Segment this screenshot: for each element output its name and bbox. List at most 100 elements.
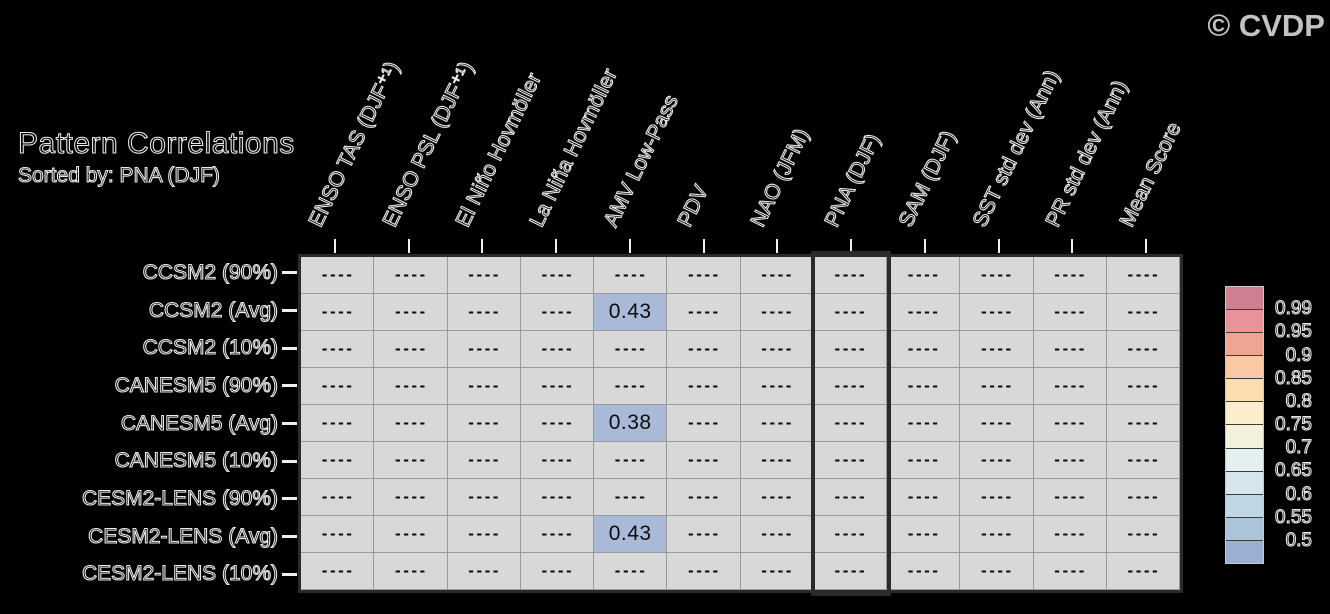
missing-value-cell: ---- [887,294,961,331]
column-tick [702,239,705,253]
missing-value-cell: ---- [594,331,668,368]
missing-value-cell: ---- [447,405,521,442]
missing-value-cell: ---- [740,368,814,405]
missing-value-cell: ---- [1106,294,1180,331]
missing-value-cell: ---- [447,331,521,368]
missing-value-cell: ---- [813,368,887,405]
missing-value-cell: ---- [887,479,961,516]
legend-color-segment [1226,425,1263,449]
missing-value-cell: ---- [813,479,887,516]
correlation-value-cell: 0.43 [594,294,668,331]
missing-value-cell: ---- [1033,479,1107,516]
missing-value-cell: ---- [520,479,594,516]
missing-value-cell: ---- [301,405,375,442]
missing-value-cell: ---- [520,331,594,368]
column-tick [776,239,779,253]
missing-value-cell: ---- [1033,442,1107,479]
column-header: SAM (DJF) [894,127,961,231]
legend-tick-label: 0.95 [1274,321,1312,343]
missing-value-cell: ---- [520,553,594,590]
column-header: PNA (DJF) [820,130,886,231]
missing-value-cell: ---- [667,516,741,553]
missing-value-cell: ---- [813,405,887,442]
legend-tick-label: 0.9 [1285,344,1312,366]
missing-value-cell: ---- [520,442,594,479]
missing-value-cell: ---- [594,553,668,590]
missing-value-cell: ---- [667,368,741,405]
missing-value-cell: ---- [447,479,521,516]
missing-value-cell: ---- [667,294,741,331]
legend-tick-label: 0.8 [1285,390,1312,412]
missing-value-cell: ---- [520,516,594,553]
missing-value-cell: ---- [520,368,594,405]
missing-value-cell: ---- [1033,331,1107,368]
missing-value-cell: ---- [740,516,814,553]
cvdp-watermark: © CVDP [1207,8,1325,43]
row-label: CANESM5 (Avg) [120,411,278,435]
row-tick [282,459,297,463]
missing-value-cell: ---- [1106,479,1180,516]
missing-value-cell: ---- [374,553,448,590]
missing-value-cell: ---- [447,257,521,294]
missing-value-cell: ---- [301,553,375,590]
column-tick [1145,239,1148,253]
missing-value-cell: ---- [813,442,887,479]
missing-value-cell: ---- [813,331,887,368]
missing-value-cell: ---- [740,294,814,331]
missing-value-cell: ---- [887,553,961,590]
row-tick [282,422,297,425]
legend-color-segment [1226,379,1263,403]
missing-value-cell: ---- [301,516,375,553]
missing-value-cell: ---- [740,331,814,368]
missing-value-cell: ---- [301,479,375,516]
missing-value-cell: ---- [960,294,1034,331]
missing-value-cell: ---- [960,331,1034,368]
missing-value-cell: ---- [1033,553,1107,590]
correlation-value-cell: 0.38 [594,405,668,442]
row-label: CCSM2 (Avg) [148,298,278,322]
missing-value-cell: ---- [740,553,814,590]
legend-tick-label: 0.7 [1285,437,1312,459]
missing-value-cell: ---- [520,405,594,442]
legend-color-segment [1226,402,1263,426]
missing-value-cell: ---- [667,553,741,590]
missing-value-cell: ---- [1033,294,1107,331]
column-tick [628,239,631,253]
missing-value-cell: ---- [813,516,887,553]
missing-value-cell: ---- [374,405,448,442]
column-tick [1071,239,1074,253]
column-header: NAO (JFM) [746,125,815,232]
legend-color-segment [1226,494,1263,518]
row-tick [282,572,297,576]
row-label: CANESM5 (90%) [114,373,278,397]
colorbar-legend [1225,286,1264,564]
legend-color-segment [1226,287,1263,311]
missing-value-cell: ---- [813,294,887,331]
missing-value-cell: ---- [813,553,887,590]
missing-value-cell: ---- [374,479,448,516]
legend-tick-label: 0.75 [1274,413,1312,435]
legend-tick-label: 0.55 [1274,506,1312,528]
missing-value-cell: ---- [1106,553,1180,590]
missing-value-cell: ---- [960,442,1034,479]
row-label: CESM2-LENS (90%) [81,486,278,510]
missing-value-cell: ---- [374,294,448,331]
legend-color-segment [1226,333,1263,357]
column-header: PDV [673,181,714,231]
missing-value-cell: ---- [667,442,741,479]
missing-value-cell: ---- [1106,257,1180,294]
legend-tick-label: 0.85 [1274,367,1312,389]
missing-value-cell: ---- [667,257,741,294]
legend-tick-label: 0.65 [1274,460,1312,482]
column-tick [407,239,410,253]
missing-value-cell: ---- [447,368,521,405]
missing-value-cell: ---- [1033,516,1107,553]
missing-value-cell: ---- [887,331,961,368]
missing-value-cell: ---- [374,516,448,553]
missing-value-cell: ---- [960,405,1034,442]
missing-value-cell: ---- [887,405,961,442]
missing-value-cell: ---- [740,405,814,442]
missing-value-cell: ---- [594,257,668,294]
legend-color-segment [1226,356,1263,380]
